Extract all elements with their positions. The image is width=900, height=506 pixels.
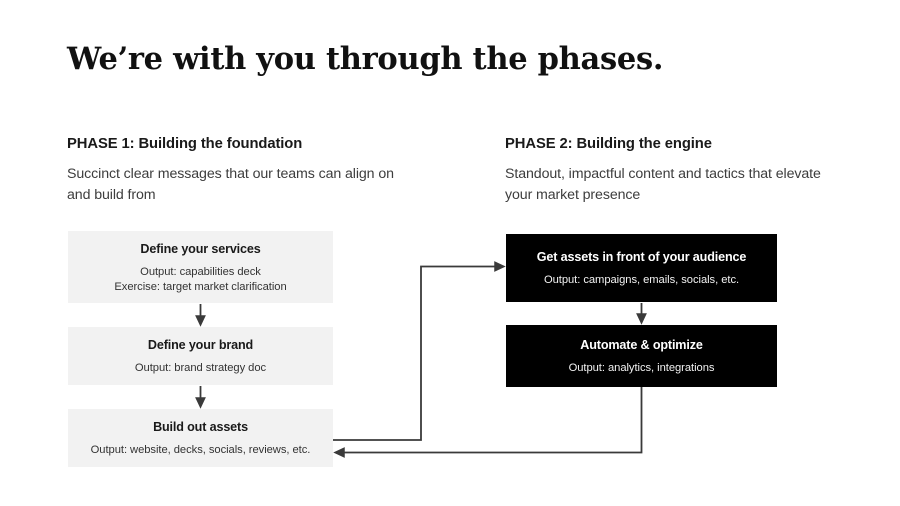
page-title: We’re with you through the phases. xyxy=(67,41,664,77)
node-title: Build out assets xyxy=(153,420,248,434)
connector-automate-to-assets xyxy=(333,387,643,458)
node-title: Get assets in front of your audience xyxy=(536,250,747,264)
node-title: Automate & optimize xyxy=(580,338,703,352)
phase-2-subtitle: Standout, impactful content and tactics … xyxy=(505,166,821,203)
phase-2-heading: PHASE 2: Building the engine xyxy=(505,136,712,152)
phase-1-subtitle: Succinct clear messages that our teams c… xyxy=(67,166,394,203)
node-output-line: Output: campaigns, emails, socials, etc. xyxy=(543,274,740,286)
node-define-your-services[interactable]: Define your services Output: capabilitie… xyxy=(68,231,333,303)
node-output-line: Output: brand strategy doc xyxy=(134,362,267,374)
node-define-your-brand[interactable]: Define your brand Output: brand strategy… xyxy=(68,327,333,385)
node-title: Define your brand xyxy=(147,338,254,352)
node-get-assets-in-front-of-your-audience[interactable]: Get assets in front of your audience Out… xyxy=(506,234,777,302)
node-build-out-assets[interactable]: Build out assets Output: website, decks,… xyxy=(68,409,333,467)
node-output-line: Output: capabilities deck xyxy=(140,265,261,278)
node-title: Define your services xyxy=(140,241,261,256)
node-output-line: Output: website, decks, socials, reviews… xyxy=(90,444,311,456)
phase-1-heading: PHASE 1: Building the foundation xyxy=(67,136,303,152)
connector-assets-to-audience xyxy=(333,261,506,441)
node-exercise-line: Exercise: target market clarification xyxy=(114,280,287,293)
node-automate-and-optimize[interactable]: Automate & optimize Output: analytics, i… xyxy=(506,325,777,387)
node-output-line: Output: analytics, integrations xyxy=(568,362,715,374)
